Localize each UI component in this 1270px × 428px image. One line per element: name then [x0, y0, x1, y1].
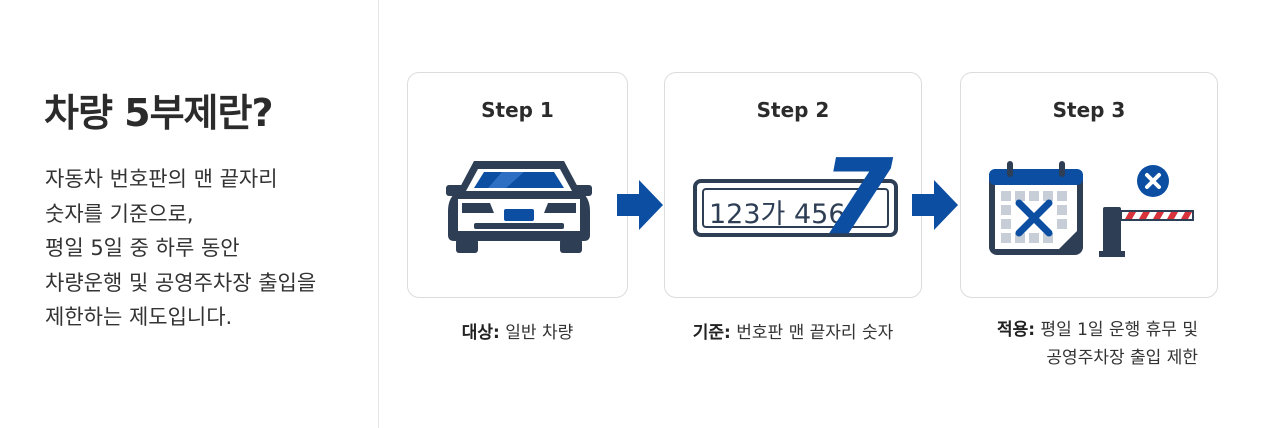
caption-value-line2: 공영주차장 출입 제한: [1046, 348, 1198, 368]
caption-apply: 적용: 평일 1일 운행 휴무 및 공영주차장 출입 제한: [960, 316, 1218, 372]
arrow-right-icon: [912, 180, 958, 230]
caption-criteria: 기준: 번호판 맨 끝자리 숫자: [664, 318, 922, 343]
caption-key: 적용:: [996, 320, 1036, 340]
description-line: 차량운행 및 공영주차장 출입을: [45, 270, 317, 295]
caption-value: 일반 차량: [499, 323, 574, 343]
caption-value: 평일 1일 운행 휴무 및: [1035, 320, 1198, 340]
caption-target: 대상: 일반 차량: [407, 318, 628, 343]
step-card-2: Step 2 123가 456 7: [664, 72, 922, 298]
step-card-3: Step 3: [960, 72, 1218, 298]
step-card-1: Step 1: [407, 72, 628, 298]
description-line: 숫자를 기준으로,: [45, 201, 194, 226]
arrow-right-icon: [617, 180, 663, 230]
step-label: Step 2: [756, 98, 830, 122]
page-title: 차량 5부제란?: [44, 91, 274, 135]
vertical-divider: [378, 0, 379, 428]
caption-value: 번호판 맨 끝자리 숫자: [730, 323, 894, 343]
caption-key: 기준:: [692, 323, 731, 343]
calendar-x-icon: [989, 161, 1083, 255]
plate-last-digit: 7: [821, 136, 894, 258]
description-line: 평일 5일 중 하루 동안: [45, 236, 240, 260]
parking-barrier-icon: [1099, 165, 1194, 257]
license-plate-icon: 123가 456: [693, 179, 898, 237]
car-icon: [446, 161, 592, 253]
step-label: Step 1: [481, 98, 554, 122]
caption-key: 대상:: [461, 323, 500, 343]
description-line: 자동차 번호판의 맨 끝자리: [45, 167, 278, 191]
step-label: Step 3: [1052, 98, 1126, 122]
description: 자동차 번호판의 맨 끝자리 숫자를 기준으로, 평일 5일 중 하루 동안 차…: [45, 162, 316, 335]
plate-text: 123가 456: [709, 199, 846, 230]
description-line: 제한하는 제도입니다.: [45, 305, 233, 329]
